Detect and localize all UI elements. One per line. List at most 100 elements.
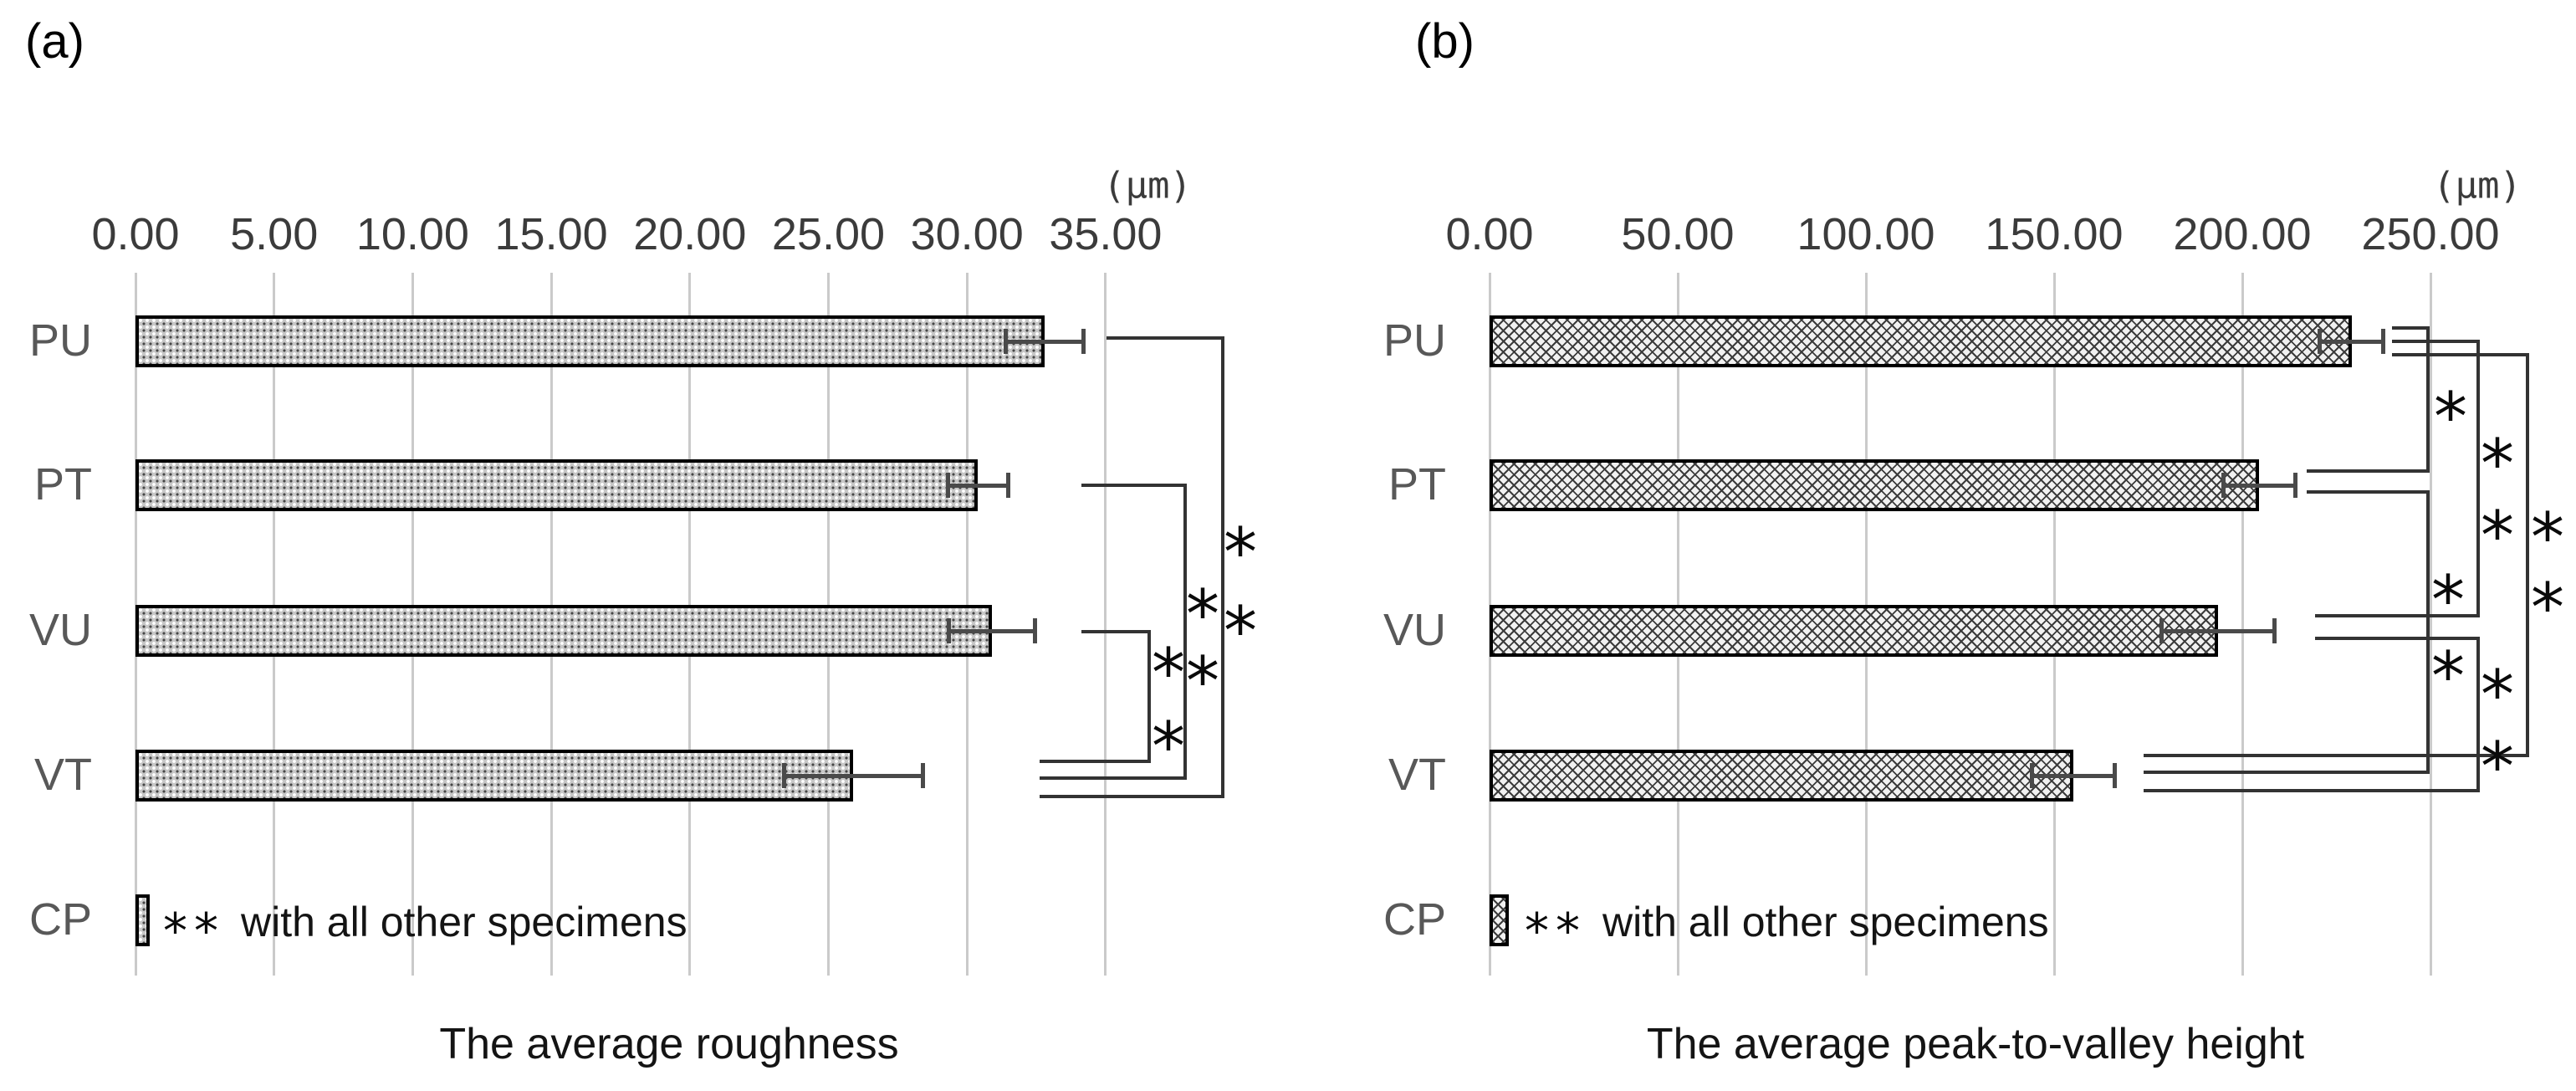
significance-asterisk-vu-vt: * xyxy=(2481,655,2514,734)
significance-asterisk-pu-pt: * xyxy=(2434,377,2467,456)
sig-bracket-pu-vt-vertical xyxy=(1221,336,1224,798)
category-label-pu: PU xyxy=(28,315,92,366)
error-bar-cap-left xyxy=(781,763,786,788)
bar-vt xyxy=(135,750,854,802)
annotation-text: with all other specimens xyxy=(241,898,687,945)
significance-asterisk-pu-vt: * xyxy=(2531,568,2564,647)
x-axis-tick-label: 20.00 xyxy=(633,209,747,259)
sig-bracket-vu-vt-bottom-stub xyxy=(1040,760,1151,763)
sig-bracket-pt-vt-bottom-stub xyxy=(1040,776,1187,780)
annotation-text: with all other specimens xyxy=(1602,898,2049,945)
annotation-asterisks: ** xyxy=(1525,902,1587,960)
panel-label: (a) xyxy=(25,14,84,69)
x-axis-tick-label: 10.00 xyxy=(355,209,469,259)
significance-asterisk-pu-vu: * xyxy=(2481,496,2514,575)
sig-bracket-vu-vt-vertical xyxy=(2476,637,2480,792)
significance-asterisk-pu-vt: * xyxy=(1224,513,1257,592)
significance-asterisk-pt-vt: * xyxy=(2431,637,2465,715)
error-bar-cap-left xyxy=(947,618,952,643)
bar-pt xyxy=(135,459,979,511)
error-bar-cap-right xyxy=(2272,618,2277,643)
sig-bracket-vu-vt-bottom-stub xyxy=(2144,789,2480,792)
error-bar-cap-right xyxy=(1006,473,1011,498)
significance-asterisk-pt-vt: * xyxy=(1186,575,1219,653)
significance-asterisk-pt-vt: * xyxy=(1186,642,1219,720)
sig-bracket-pu-pt-top-stub xyxy=(2392,326,2430,330)
sig-bracket-pu-vu-top-stub xyxy=(2392,340,2480,343)
error-bar xyxy=(784,773,923,778)
category-label-cp: CP xyxy=(1383,894,1446,945)
bar-pu xyxy=(1490,315,2352,367)
error-bar-cap-right xyxy=(1032,618,1037,643)
sig-bracket-pu-vu-vertical xyxy=(2476,340,2480,617)
error-bar-cap-left xyxy=(2159,618,2164,643)
sig-bracket-pu-vu-bottom-stub xyxy=(2315,614,2480,617)
error-bar xyxy=(2032,773,2114,778)
sig-bracket-pu-vt-bottom-stub xyxy=(1040,795,1224,798)
sig-bracket-vu-vt-top-stub xyxy=(1081,630,1151,633)
significance-asterisk-vu-vt: * xyxy=(2481,727,2514,806)
category-label-vt: VT xyxy=(33,749,92,800)
error-bar-cap-left xyxy=(2029,763,2034,788)
error-bar xyxy=(948,628,1035,633)
category-label-cp: CP xyxy=(28,894,92,945)
x-axis-tick-label: 100.00 xyxy=(1797,209,1935,259)
sig-bracket-pu-vt-vertical xyxy=(2526,353,2529,757)
error-bar-cap-right xyxy=(2292,473,2297,498)
gridline xyxy=(1104,273,1107,976)
bar-cp xyxy=(1490,894,1509,946)
panel-label: (b) xyxy=(1415,14,1475,69)
x-axis-tick-label: 5.00 xyxy=(230,209,319,259)
bar-pt xyxy=(1490,459,2260,511)
x-axis-tick-label: 15.00 xyxy=(494,209,608,259)
bar-vt xyxy=(1490,750,2073,802)
bar-cp xyxy=(135,894,150,946)
sig-bracket-pu-vt-bottom-stub xyxy=(2144,754,2529,757)
sig-bracket-vu-vt-top-stub xyxy=(2315,637,2480,640)
x-axis-tick-label: 250.00 xyxy=(2361,209,2500,259)
bar-vu xyxy=(135,605,993,657)
bar-pu xyxy=(135,315,1045,367)
error-bar-cap-right xyxy=(920,763,925,788)
error-bar-cap-left xyxy=(2221,473,2226,498)
x-axis-tick-label: 200.00 xyxy=(2173,209,2312,259)
sig-bracket-pt-vt-vertical xyxy=(1183,484,1187,780)
axis-unit-label: (µm) xyxy=(1103,164,1192,207)
category-label-pu: PU xyxy=(1383,315,1446,366)
sig-bracket-pu-pt-bottom-stub xyxy=(2307,469,2430,473)
sig-bracket-pt-vt-top-stub xyxy=(1081,484,1187,487)
category-label-vu: VU xyxy=(28,604,92,655)
x-axis-tick-label: 150.00 xyxy=(1985,209,2124,259)
sig-bracket-pt-vt-bottom-stub xyxy=(2144,771,2430,774)
x-axis-tick-label: 0.00 xyxy=(91,209,180,259)
significance-asterisk-pu-vt: * xyxy=(2531,498,2564,576)
gridline xyxy=(2241,273,2244,976)
error-bar xyxy=(2161,628,2275,633)
annotation-asterisks: ** xyxy=(163,902,225,960)
x-axis-tick-label: 30.00 xyxy=(910,209,1024,259)
significance-asterisk-pu-vu: * xyxy=(2481,424,2514,503)
error-bar-cap-left xyxy=(1004,329,1009,354)
chart-title: The average roughness xyxy=(439,1020,899,1068)
gridline xyxy=(2429,273,2432,976)
error-bar xyxy=(2223,483,2295,488)
sig-bracket-pu-vt-top-stub xyxy=(2392,353,2529,356)
category-label-pt: PT xyxy=(1388,458,1446,510)
category-label-vu: VU xyxy=(1383,604,1446,655)
sig-bracket-pt-vt-top-stub xyxy=(2307,490,2430,494)
sig-bracket-pt-vt-vertical xyxy=(2426,490,2430,774)
x-axis-tick-label: 25.00 xyxy=(771,209,886,259)
significance-asterisk-pu-vt: * xyxy=(1224,592,1257,670)
sig-bracket-vu-vt-vertical xyxy=(1147,630,1151,763)
sig-bracket-pu-pt-vertical xyxy=(2426,326,2430,473)
error-bar-cap-left xyxy=(2317,329,2322,354)
error-bar-cap-right xyxy=(1081,329,1086,354)
error-bar-cap-right xyxy=(2112,763,2117,788)
significance-asterisk-vu-vt: * xyxy=(1152,707,1185,786)
error-bar xyxy=(948,483,1009,488)
category-label-vt: VT xyxy=(1388,749,1446,800)
error-bar xyxy=(1005,339,1084,344)
error-bar-cap-right xyxy=(2381,329,2386,354)
bar-vu xyxy=(1490,605,2218,657)
